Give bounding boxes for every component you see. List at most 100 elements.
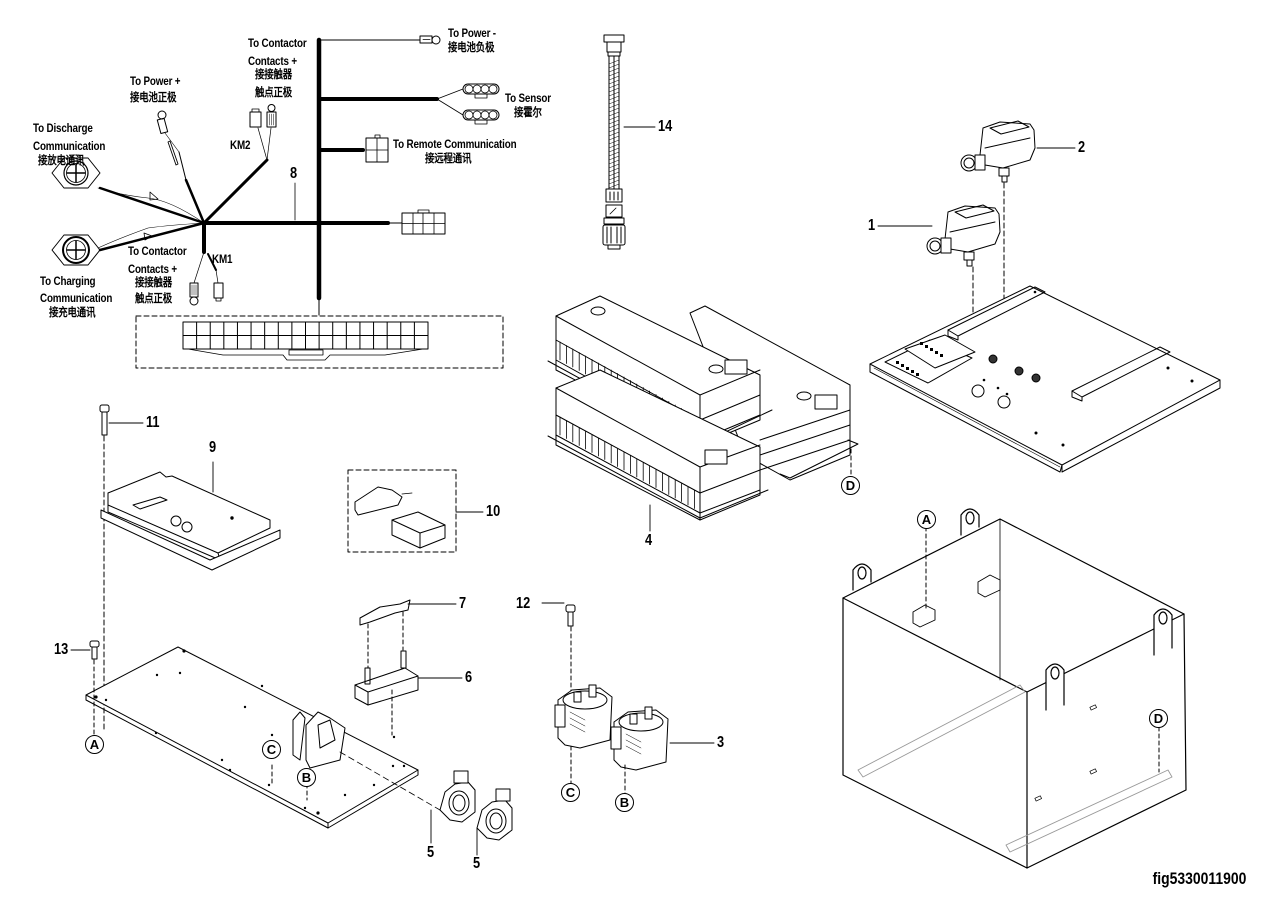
label-contactor-bot-en1: To Contactor — [128, 244, 187, 258]
battery-module-stack — [547, 295, 859, 532]
label-discharge-en1: To Discharge — [33, 121, 93, 135]
cable-hatch-line — [608, 163, 620, 169]
label-km2: KM2 — [230, 138, 251, 152]
callout-11: 11 — [146, 414, 160, 431]
wiring-harness — [51, 35, 504, 369]
label-remote-en: To Remote Communication — [393, 137, 517, 151]
8pin-connector — [401, 209, 446, 235]
label-charging-cn: 接充电通讯 — [49, 305, 96, 319]
cable-hatch-line — [608, 155, 620, 161]
sensor-connector-lower — [462, 109, 500, 125]
callout-12: 12 — [516, 595, 531, 612]
callout-2: 2 — [1078, 139, 1086, 156]
cable-hatch-line — [608, 127, 620, 133]
cable-hatch-line — [608, 143, 620, 149]
cable-hatch-line — [608, 159, 620, 165]
callout-13: 13 — [54, 641, 69, 658]
label-power-plus-en: To Power + — [130, 74, 181, 88]
cable-hatch-line — [608, 99, 620, 105]
current-sensor-5b — [476, 788, 513, 856]
label-contactor-top-en2: Contacts + — [248, 54, 297, 68]
contactor-left — [554, 684, 613, 749]
sensor-connector-upper — [462, 83, 500, 99]
remote-connector — [365, 134, 389, 163]
figure-id: fig5330011900 — [1152, 869, 1246, 888]
label-charging-en1: To Charging — [40, 274, 96, 288]
cable-hatch-line — [608, 75, 620, 81]
ref-a-box: A — [917, 510, 936, 529]
cable-hatch-line — [608, 59, 620, 65]
cable-hatch-line — [608, 139, 620, 145]
callout-7: 7 — [459, 595, 467, 612]
callout-9: 9 — [209, 439, 217, 456]
bms-plate — [85, 646, 441, 829]
label-contactor-top-en1: To Contactor — [248, 36, 307, 50]
label-remote-cn: 接远程通讯 — [425, 151, 472, 165]
callout-1: 1 — [868, 217, 876, 234]
cable-hatch-line — [608, 63, 620, 69]
label-contactor-bot-cn1: 接接触器 — [135, 275, 173, 289]
cable-14 — [602, 34, 656, 250]
callout-10: 10 — [486, 503, 501, 520]
ref-d-battery: D — [841, 476, 860, 495]
label-discharge-cn: 接放电通讯 — [38, 153, 85, 167]
cable-hatch-line — [608, 103, 620, 109]
cable-hatch-line — [608, 111, 620, 117]
cable-hatch-line — [608, 179, 620, 185]
cable-hatch-line — [608, 67, 620, 73]
ring-terminal-power-minus — [419, 35, 441, 45]
callout-3: 3 — [717, 734, 725, 751]
cable-hatch-line — [608, 131, 620, 137]
ref-b-contactor: B — [615, 793, 634, 812]
fuse-7 — [359, 599, 457, 626]
bms-controller — [100, 461, 281, 571]
cable-hatch-line — [608, 115, 620, 121]
screw-13 — [70, 640, 100, 660]
callout-6: 6 — [465, 669, 473, 686]
label-charging-en2: Communication — [40, 291, 113, 305]
label-contactor-top-cn2: 触点正极 — [255, 85, 293, 99]
cable-hatch-line — [608, 123, 620, 129]
main-connector-block — [182, 321, 429, 361]
current-sensor-5a — [430, 770, 476, 844]
label-power-plus-cn: 接电池正极 — [130, 90, 177, 104]
callout-4: 4 — [645, 532, 653, 549]
label-sensor-cn: 接霍尔 — [514, 105, 542, 119]
cable-hatch-line — [608, 147, 620, 153]
cable-hatch-line — [608, 171, 620, 177]
cable-hatch-line — [608, 91, 620, 97]
cable-hatch-line — [608, 119, 620, 125]
cable-hatch-line — [608, 107, 620, 113]
label-km1: KM1 — [212, 252, 233, 266]
label-discharge-en2: Communication — [33, 139, 106, 153]
battery-box — [842, 508, 1187, 869]
ref-a-plate: A — [85, 735, 104, 754]
cable-hatch-line — [608, 175, 620, 181]
cable-hatch-line — [608, 135, 620, 141]
ref-c-plate: C — [262, 740, 281, 759]
callout-5b: 5 — [473, 855, 481, 872]
contactor-right — [610, 706, 715, 771]
cable-hatch-line — [608, 183, 620, 189]
callout-8: 8 — [290, 165, 298, 182]
label-sensor-en: To Sensor — [505, 91, 551, 105]
ref-c-contactor: C — [561, 783, 580, 802]
charging-connector — [51, 234, 101, 266]
cable-hatch-line — [608, 87, 620, 93]
sensor-module-1 — [877, 204, 1001, 267]
fuse-holder-6 — [354, 650, 463, 706]
cable-hatch-line — [608, 151, 620, 157]
ref-b-plate: B — [297, 768, 316, 787]
label-contactor-bot-cn2: 触点正极 — [135, 291, 173, 305]
label-contactor-bot-en2: Contacts + — [128, 262, 177, 276]
label-power-minus-en: To Power - — [448, 26, 496, 40]
cable-hatch-line — [608, 83, 620, 89]
screw-12 — [541, 602, 576, 627]
remote-unit-10 — [347, 469, 484, 553]
screw-11 — [99, 404, 144, 436]
discharge-connector — [51, 154, 101, 189]
cable-hatch-line — [608, 79, 620, 85]
sensor-module-2 — [960, 120, 1076, 183]
ref-d-box: D — [1149, 709, 1168, 728]
